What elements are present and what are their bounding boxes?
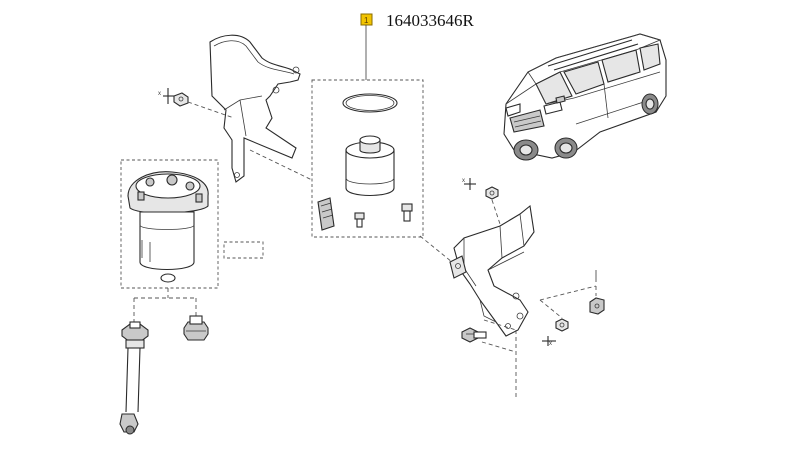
part-number-label[interactable]: 164033646R xyxy=(386,11,475,30)
part-reference-callout[interactable]: 1 164033646R xyxy=(360,11,475,80)
leader-line xyxy=(187,101,235,119)
leader-line xyxy=(491,199,501,225)
small-o-ring-icon xyxy=(160,273,176,283)
svg-text:x: x xyxy=(549,341,552,347)
leader-line xyxy=(249,149,313,181)
bracket-nut-icon[interactable]: x xyxy=(462,178,499,200)
svg-text:x: x xyxy=(462,178,465,184)
housing-leaders xyxy=(133,288,197,322)
fuel-filter-housing-box[interactable] xyxy=(120,159,264,289)
nut-icon[interactable] xyxy=(589,297,605,315)
right-leaders xyxy=(539,270,597,319)
part-marker-number: 1 xyxy=(364,16,369,25)
bracket-bolt-icon[interactable] xyxy=(461,327,487,343)
water-sensor-icon[interactable] xyxy=(119,321,149,435)
washer-nut-icon[interactable]: x xyxy=(542,318,569,347)
shield-bolt-icon[interactable]: x xyxy=(158,88,189,107)
bracket-leaders xyxy=(481,319,517,400)
filter-kit-box[interactable] xyxy=(311,79,424,238)
svg-text:x: x xyxy=(158,91,161,97)
gasket-plate-icon xyxy=(317,197,335,231)
drain-plug-icon[interactable] xyxy=(183,315,209,341)
mounting-bracket-icon[interactable] xyxy=(449,204,535,337)
filter-cartridge-icon xyxy=(345,135,395,196)
o-ring-icon xyxy=(342,93,398,113)
label-placeholder-box xyxy=(223,241,264,259)
vehicle-illustration-icon xyxy=(503,33,667,161)
leader-line xyxy=(419,235,453,263)
bleed-screw-icon xyxy=(401,203,413,222)
small-screw-icon xyxy=(354,212,365,228)
heat-shield-icon[interactable] xyxy=(209,34,301,183)
part-marker-icon[interactable] xyxy=(360,13,373,26)
